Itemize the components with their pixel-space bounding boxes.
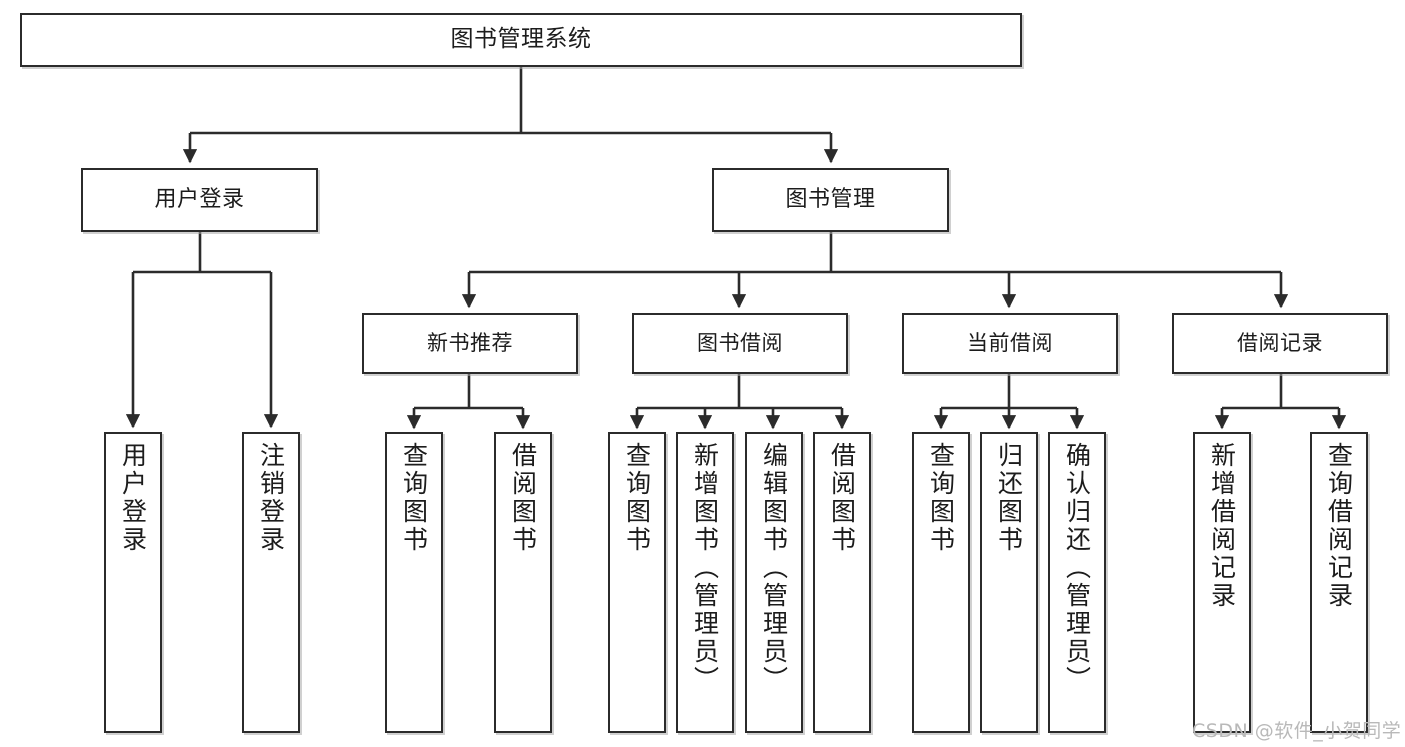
node-leaf-add-book-label: 新增图书（管理员） bbox=[690, 442, 720, 694]
node-current-borrow-label: 当前借阅 bbox=[967, 331, 1053, 356]
node-book-borrow-label: 图书借阅 bbox=[697, 331, 783, 356]
node-leaf-query-book-3-label: 查询图书 bbox=[926, 442, 956, 554]
node-leaf-add-record-label: 新增借阅记录 bbox=[1207, 442, 1237, 610]
node-leaf-query-record-label: 查询借阅记录 bbox=[1324, 442, 1354, 610]
node-leaf-user-logout-label: 注销登录 bbox=[256, 442, 286, 554]
node-leaf-add-record[interactable]: 新增借阅记录 bbox=[1193, 432, 1251, 733]
node-new-book-recommend[interactable]: 新书推荐 bbox=[362, 313, 578, 374]
node-leaf-confirm-return-label: 确认归还（管理员） bbox=[1062, 442, 1092, 694]
node-borrow-record[interactable]: 借阅记录 bbox=[1172, 313, 1388, 374]
node-current-borrow[interactable]: 当前借阅 bbox=[902, 313, 1118, 374]
node-leaf-query-book-2-label: 查询图书 bbox=[622, 442, 652, 554]
node-leaf-edit-book-label: 编辑图书（管理员） bbox=[759, 442, 789, 694]
node-leaf-return-book-label: 归还图书 bbox=[994, 442, 1024, 554]
node-leaf-borrow-book-2[interactable]: 借阅图书 bbox=[813, 432, 871, 733]
node-leaf-query-book-3[interactable]: 查询图书 bbox=[912, 432, 970, 733]
node-leaf-query-book-2[interactable]: 查询图书 bbox=[608, 432, 666, 733]
node-leaf-confirm-return[interactable]: 确认归还（管理员） bbox=[1048, 432, 1106, 733]
node-leaf-user-login-label: 用户登录 bbox=[118, 442, 148, 554]
node-book-borrow[interactable]: 图书借阅 bbox=[632, 313, 848, 374]
node-leaf-query-book-1[interactable]: 查询图书 bbox=[385, 432, 443, 733]
node-leaf-edit-book[interactable]: 编辑图书（管理员） bbox=[745, 432, 803, 733]
node-borrow-record-label: 借阅记录 bbox=[1237, 331, 1323, 356]
node-leaf-user-logout[interactable]: 注销登录 bbox=[242, 432, 300, 733]
node-user-login[interactable]: 用户登录 bbox=[81, 168, 318, 232]
node-new-book-recommend-label: 新书推荐 bbox=[427, 331, 513, 356]
node-leaf-query-book-1-label: 查询图书 bbox=[399, 442, 429, 554]
node-root-label: 图书管理系统 bbox=[450, 26, 592, 53]
watermark: CSDN @软件_小贺同学 bbox=[1192, 720, 1402, 742]
node-leaf-add-book[interactable]: 新增图书（管理员） bbox=[676, 432, 734, 733]
node-leaf-return-book[interactable]: 归还图书 bbox=[980, 432, 1038, 733]
node-book-manage-label: 图书管理 bbox=[785, 187, 876, 213]
node-leaf-borrow-book-1-label: 借阅图书 bbox=[508, 442, 538, 554]
node-user-login-label: 用户登录 bbox=[154, 187, 245, 213]
node-leaf-query-record[interactable]: 查询借阅记录 bbox=[1310, 432, 1368, 733]
node-leaf-user-login[interactable]: 用户登录 bbox=[104, 432, 162, 733]
node-book-manage[interactable]: 图书管理 bbox=[712, 168, 949, 232]
node-root[interactable]: 图书管理系统 bbox=[20, 13, 1022, 67]
node-leaf-borrow-book-2-label: 借阅图书 bbox=[827, 442, 857, 554]
node-leaf-borrow-book-1[interactable]: 借阅图书 bbox=[494, 432, 552, 733]
